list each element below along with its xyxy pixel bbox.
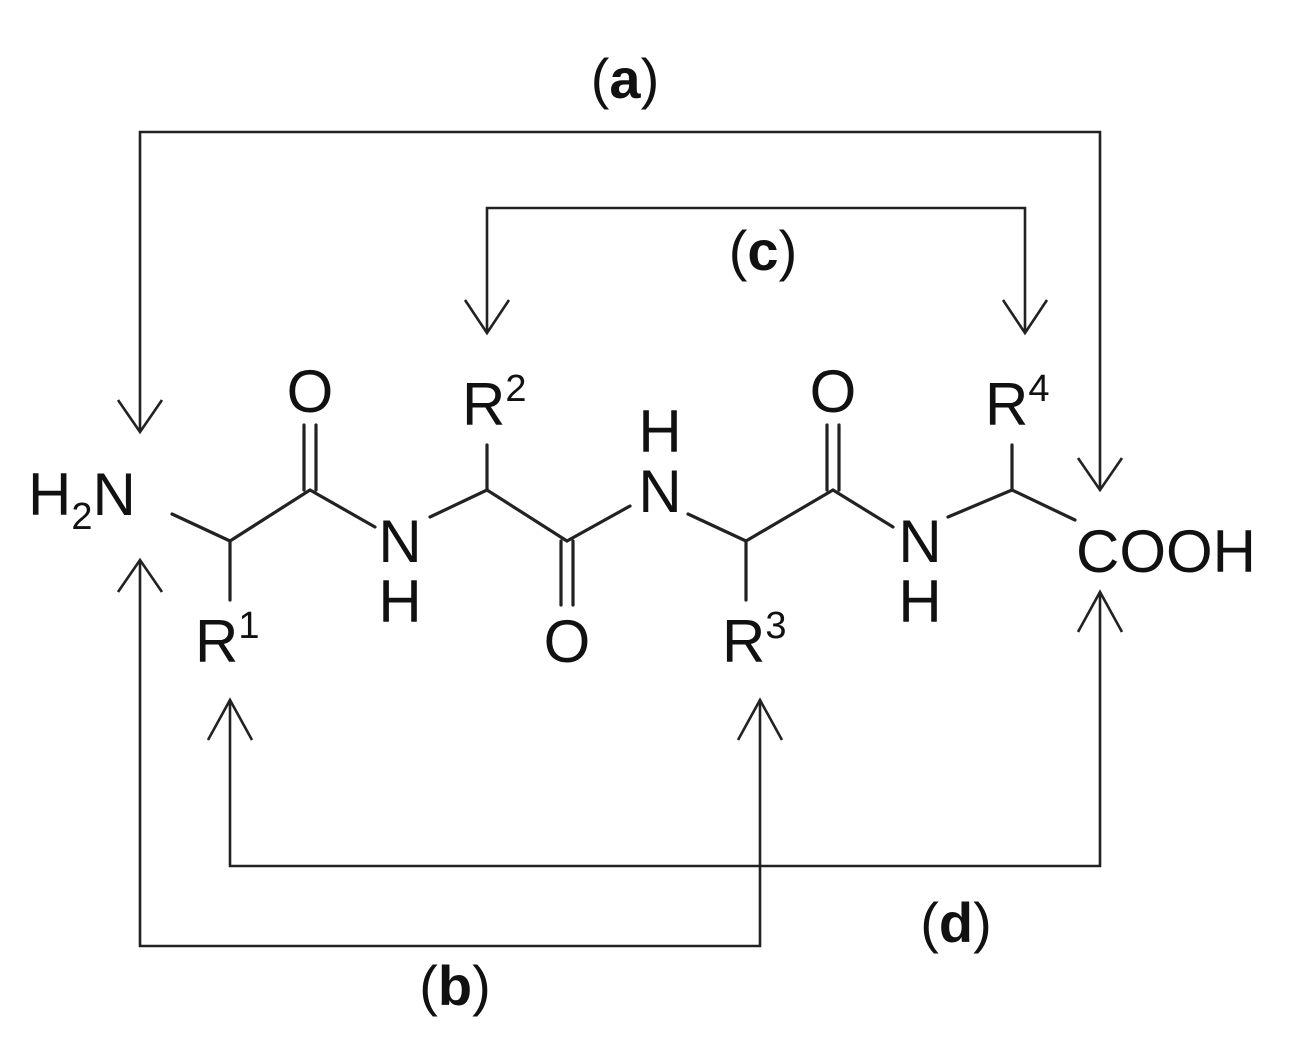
atom-labels: H2N O N H R2 O H N O N H R4 COOH R1 R3 [28, 358, 1256, 675]
bond-ca3-c3 [744, 488, 835, 543]
bond-ca1-c1 [228, 488, 312, 543]
carbonyl-oxygen-1: O [287, 358, 334, 425]
link-a-line [138, 130, 1102, 490]
link-d-line [228, 592, 1102, 868]
carbonyl-oxygen-3: O [810, 358, 857, 425]
carboxyl-group: COOH [1076, 518, 1256, 585]
link-c-label: (c) [729, 219, 797, 282]
amine-group: H2N [28, 461, 136, 538]
link-b-arrowhead-r3 [736, 697, 784, 741]
side-chain-r3: R3 [722, 605, 786, 675]
link-c-arrowhead-r4 [1001, 299, 1049, 336]
bond-n2-ca2 [428, 488, 489, 519]
bond-ca2-c2 [485, 488, 569, 543]
link-b-head-to-side-chain: (b) [116, 557, 784, 1017]
amide-n-4: N [898, 508, 941, 575]
link-a-head-to-tail: (a) [116, 47, 1124, 493]
link-c-side-chain-to-side-chain: (c) [463, 206, 1049, 336]
bond-n-ca1 [170, 512, 232, 543]
side-chain-r1: R1 [195, 605, 259, 675]
link-d-arrowhead-r1 [206, 697, 254, 741]
link-a-label: (a) [591, 47, 659, 110]
link-a-arrowhead-amine [116, 399, 164, 435]
link-d-arrowhead-acid [1076, 589, 1124, 633]
bond-n4-ca4 [946, 488, 1014, 519]
link-d-side-chain-to-tail: (d) [206, 589, 1124, 954]
bond-ca4-cooh [1010, 488, 1077, 522]
bond-c3-n4 [831, 488, 895, 529]
bond-c1-n2 [308, 488, 377, 529]
link-c-arrowhead-r2 [463, 299, 511, 336]
amide-n-3: N [638, 458, 681, 525]
carbonyl-oxygen-2: O [544, 608, 591, 675]
link-b-label: (b) [419, 954, 491, 1017]
amide-h-2: H [378, 568, 421, 635]
amide-h-3: H [638, 398, 681, 465]
link-c-line [485, 206, 1027, 333]
bond-c2-n3 [565, 504, 632, 543]
amide-n-2: N [378, 508, 421, 575]
bond-n3-ca3 [686, 512, 748, 543]
side-chain-r4: R4 [985, 368, 1049, 438]
link-b-arrowhead-amine [116, 557, 164, 593]
side-chain-r2: R2 [462, 368, 526, 438]
link-b-line [138, 560, 762, 948]
link-a-arrowhead-acid [1076, 457, 1124, 493]
amide-h-4: H [898, 568, 941, 635]
backbone-bonds [170, 423, 1077, 607]
link-d-label: (d) [920, 891, 992, 954]
